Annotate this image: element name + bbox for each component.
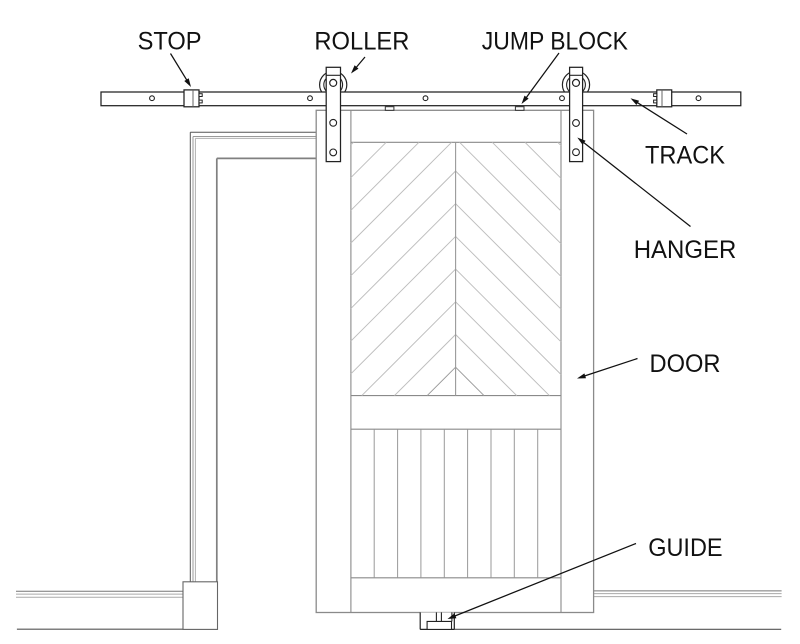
svg-text:GUIDE: GUIDE <box>648 534 722 562</box>
svg-text:HANGER: HANGER <box>634 236 737 264</box>
svg-text:ROLLER: ROLLER <box>314 27 409 55</box>
svg-text:DOOR: DOOR <box>650 350 721 378</box>
svg-text:STOP: STOP <box>138 27 202 55</box>
svg-text:TRACK: TRACK <box>645 141 725 169</box>
svg-text:JUMP BLOCK: JUMP BLOCK <box>482 27 628 55</box>
